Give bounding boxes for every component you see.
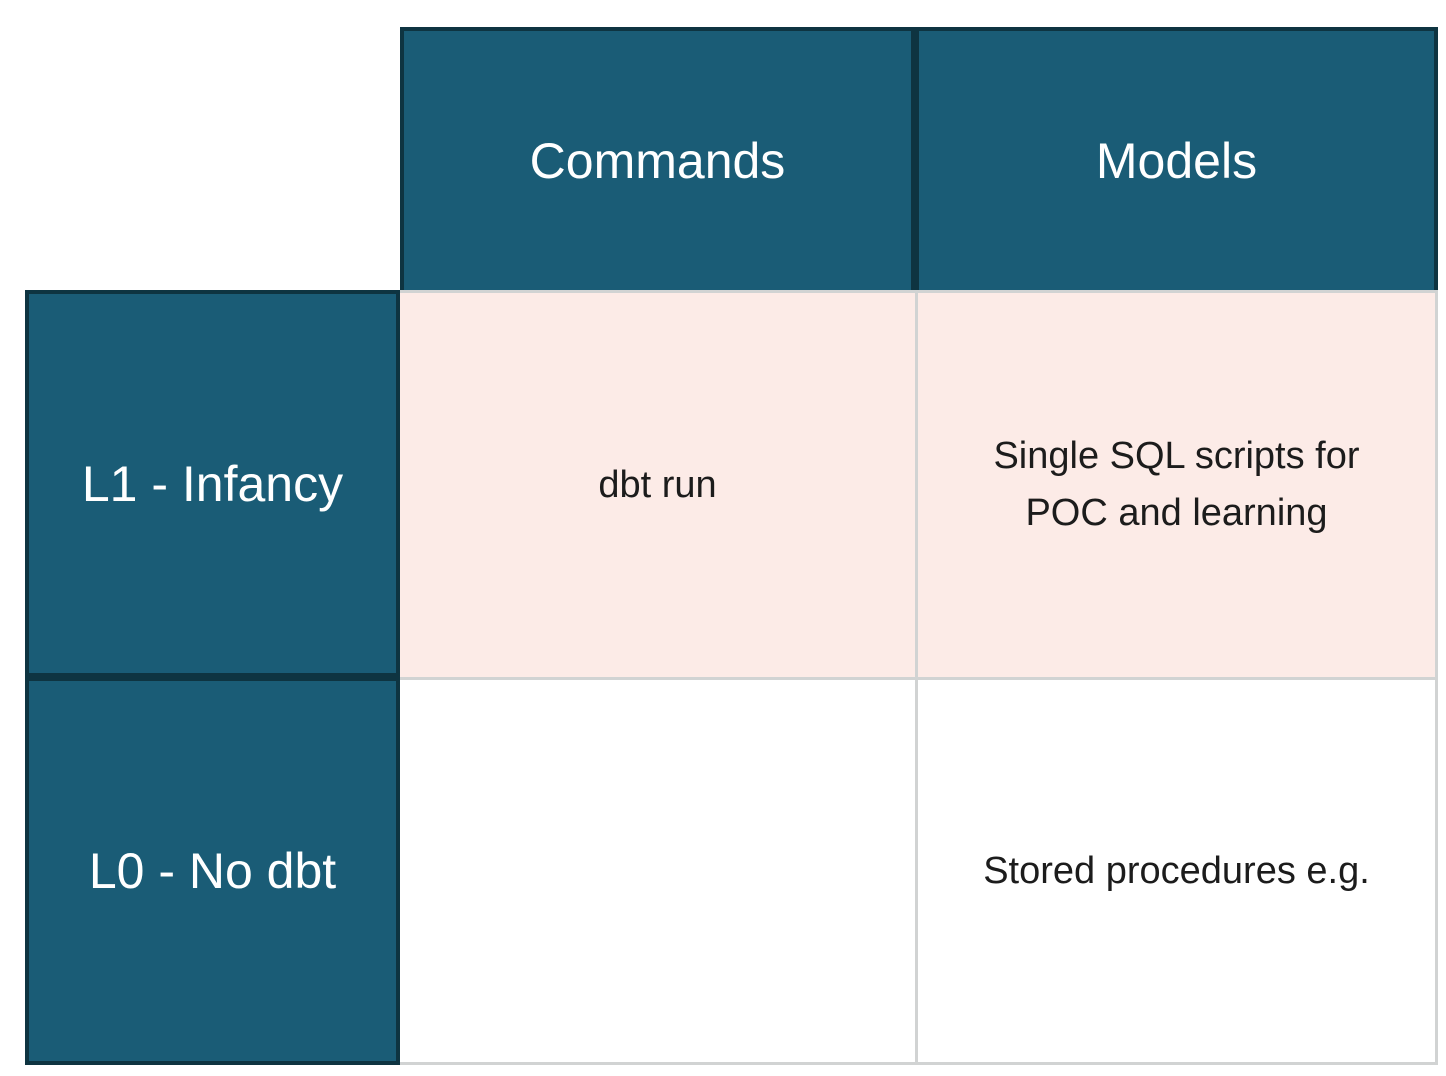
cell-l1-models-text: Single SQL scripts for POC and learning xyxy=(993,435,1360,534)
maturity-matrix-table: Commands Models L1 - Infancy dbt run Sin… xyxy=(25,27,1438,1065)
cell-l0-commands xyxy=(400,677,915,1065)
column-header-models-label: Models xyxy=(1095,132,1258,189)
cell-l1-commands: dbt run xyxy=(400,290,915,677)
row-header-l0-no-dbt: L0 - No dbt xyxy=(25,677,400,1065)
column-header-models: Models xyxy=(915,27,1438,290)
row-header-l0-no-dbt-label: L0 - No dbt xyxy=(88,843,337,899)
row-header-l1-infancy: L1 - Infancy xyxy=(25,290,400,677)
column-header-commands: Commands xyxy=(400,27,915,290)
cell-l1-commands-text: dbt run xyxy=(598,463,717,506)
row-header-l1-infancy-label: L1 - Infancy xyxy=(81,455,344,512)
cell-l0-models: Stored procedures e.g. xyxy=(915,677,1438,1065)
corner-spacer-cell xyxy=(25,27,400,290)
column-header-commands-label: Commands xyxy=(529,132,786,189)
cell-l0-models-text: Stored procedures e.g. xyxy=(983,849,1370,892)
cell-l1-models: Single SQL scripts for POC and learning xyxy=(915,290,1438,677)
